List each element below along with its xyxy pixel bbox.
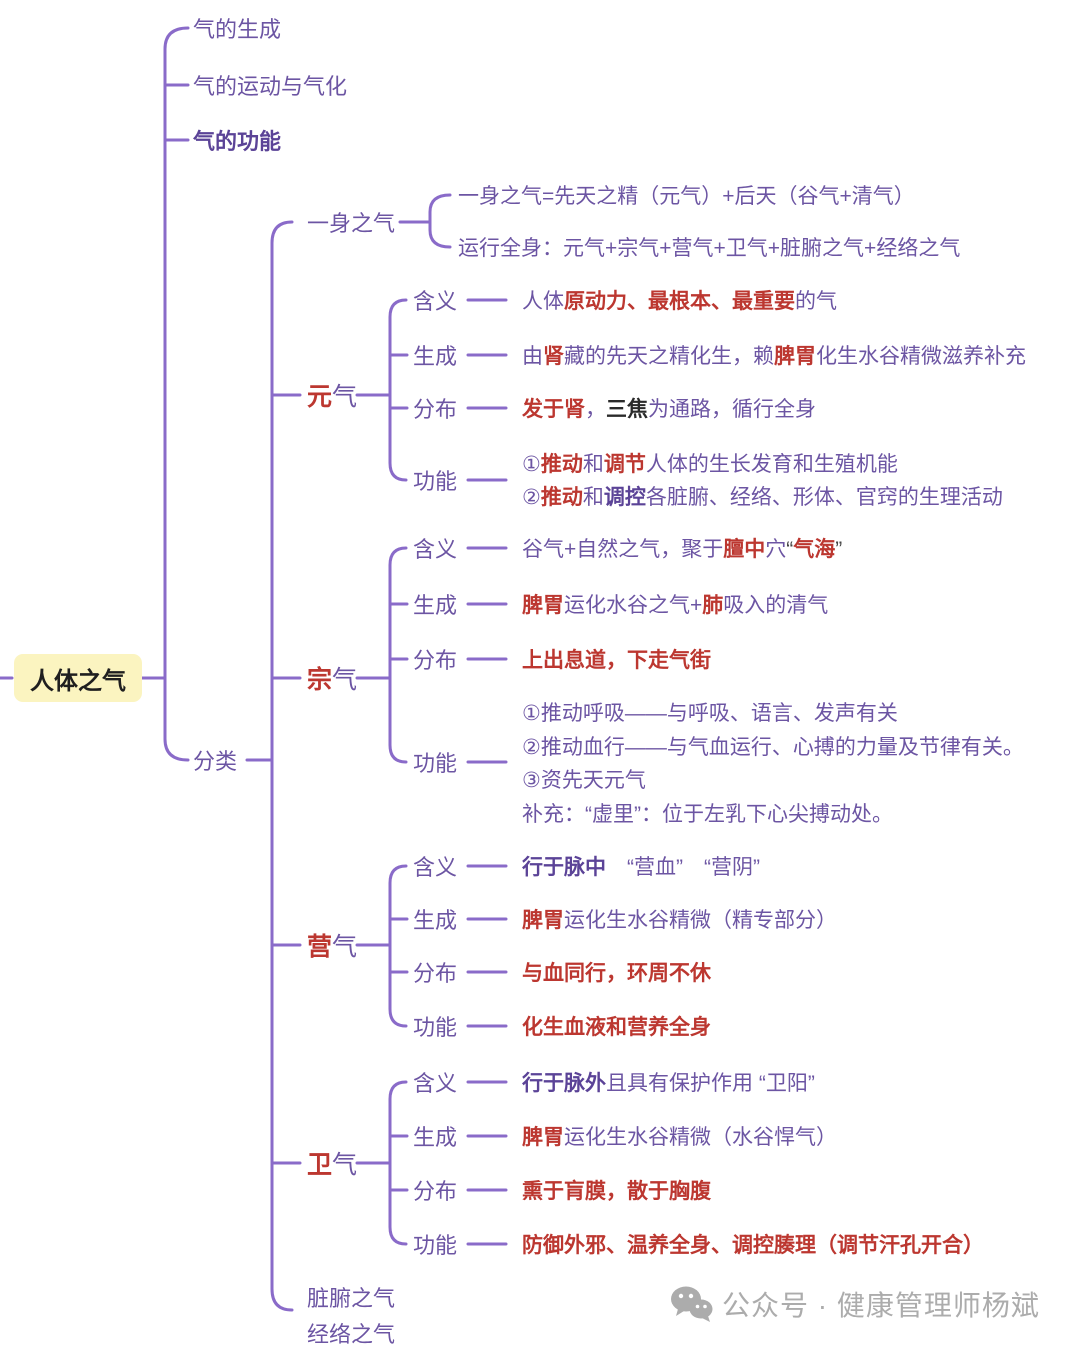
row-label-gongneng: 功能 <box>413 469 458 494</box>
branch-label-red: 营 <box>307 933 333 961</box>
node-yishenzhiqi: 一身之气 <box>307 211 396 236</box>
branch-label-rest: 气 <box>332 666 358 694</box>
root-node: 人体之气 <box>14 654 142 702</box>
branch-label-red: 宗 <box>307 666 333 694</box>
row-label-hanyi: 含义 <box>413 537 458 562</box>
row-label-fenbu: 分布 <box>413 961 458 986</box>
detail-line: 熏于肓膜，散于胸腹 <box>522 1180 711 1203</box>
row-label-shengcheng: 生成 <box>413 344 458 369</box>
watermark: 公众号 · 健康管理师杨斌 <box>670 1284 1040 1324</box>
row-label-gongneng: 功能 <box>413 1015 458 1040</box>
detail-line: 脾胃运化生水谷精微（精专部分） <box>522 909 837 932</box>
detail-line: 谷气+自然之气，聚于膻中穴“气海” <box>522 538 843 561</box>
detail-line: 脾胃运化生水谷精微（水谷悍气） <box>522 1126 837 1149</box>
detail-line: 与血同行，环周不休 <box>522 962 711 985</box>
row-label-shengcheng: 生成 <box>413 1125 458 1150</box>
watermark-text: 公众号 · 健康管理师杨斌 <box>722 1290 1040 1321</box>
detail-line: 一身之气=先天之精（元气）+后天（谷气+清气） <box>458 185 915 208</box>
branch-qi-movement: 气的运动与气化 <box>193 74 348 99</box>
node-weiqi: 卫气 <box>307 1145 357 1181</box>
detail-line: 防御外邪、温养全身、调控腠理（调节汗孔开合） <box>522 1234 984 1257</box>
detail-line: 发于肾，三焦为通路，循行全身 <box>522 398 816 421</box>
detail-line: ②推动和调控各脏腑、经络、形体、官窍的生理活动 <box>522 486 1003 509</box>
detail-line: 化生血液和营养全身 <box>522 1016 711 1039</box>
node-zongqi: 宗气 <box>307 660 357 696</box>
row-label-shengcheng: 生成 <box>413 908 458 933</box>
detail-line: 运行全身：元气+宗气+营气+卫气+脏腑之气+经络之气 <box>458 237 961 260</box>
row-label-fenbu: 分布 <box>413 397 458 422</box>
detail-line: 由肾藏的先天之精化生，赖脾胃化生水谷精微滋养补充 <box>522 345 1026 368</box>
row-label-gongneng: 功能 <box>413 1233 458 1258</box>
detail-line: ①推动和调节人体的生长发育和生殖机能 <box>522 453 898 476</box>
branch-qi-generation: 气的生成 <box>193 17 282 42</box>
branch-label-red: 卫 <box>307 1151 333 1179</box>
row-label-gongneng: 功能 <box>413 751 458 776</box>
branch-label-rest: 气 <box>332 1151 358 1179</box>
detail-line: 人体原动力、最根本、最重要的气 <box>522 290 837 313</box>
detail-line: 行于脉中 “营血” “营阴” <box>522 856 760 879</box>
node-yuanqi: 元气 <box>307 377 357 413</box>
detail-line: 行于脉外且具有保护作用 “卫阳” <box>522 1072 815 1095</box>
detail-line: 脾胃运化水谷之气+肺吸入的清气 <box>522 594 829 617</box>
row-label-fenbu: 分布 <box>413 1179 458 1204</box>
detail-line: ②推动血行——与气血运行、心搏的力量及节律有关。 <box>522 736 1024 759</box>
detail-line: ③资先天元气 <box>522 769 646 792</box>
detail-line: 补充：“虚里”：位于左乳下心尖搏动处。 <box>522 803 893 826</box>
node-yingqi: 营气 <box>307 927 357 963</box>
detail-line: 上出息道，下走气街 <box>522 649 711 672</box>
branch-qi-function: 气的功能 <box>193 129 282 154</box>
branch-label-red: 元 <box>307 383 333 411</box>
row-label-shengcheng: 生成 <box>413 593 458 618</box>
wechat-icon <box>671 1286 713 1322</box>
branch-label-rest: 气 <box>332 933 358 961</box>
branch-label-rest: 气 <box>332 383 358 411</box>
detail-line: ①推动呼吸——与呼吸、语言、发声有关 <box>522 702 898 725</box>
row-label-fenbu: 分布 <box>413 648 458 673</box>
row-label-hanyi: 含义 <box>413 855 458 880</box>
node-jingluozhiqi: 经络之气 <box>307 1322 396 1347</box>
node-zangfuzhiqi: 脏腑之气 <box>307 1286 396 1311</box>
row-label-hanyi: 含义 <box>413 1071 458 1096</box>
branch-classification: 分类 <box>193 749 238 774</box>
row-label-hanyi: 含义 <box>413 289 458 314</box>
